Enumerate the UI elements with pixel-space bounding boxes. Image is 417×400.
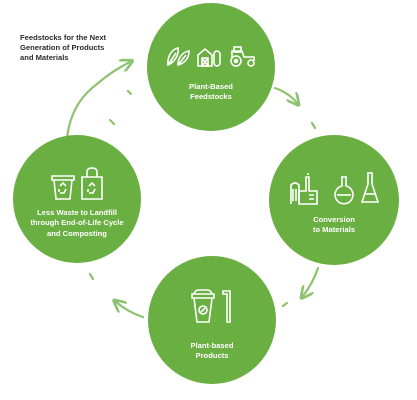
node-label: Plant-based Products [156, 341, 268, 362]
arrow-feedstocks-to-conversion [273, 86, 297, 103]
label-line: Plant-Based [189, 82, 233, 91]
label-line: Less Waste to Landfill [37, 208, 117, 217]
label-line: through End-of-Life Cycle [30, 218, 124, 228]
caption-line-1: Feedstocks for the Next [20, 33, 107, 42]
arrow-waste-to-feedstocks [65, 62, 130, 140]
beaker-icon [360, 172, 380, 203]
recycle-bag-icon [80, 167, 103, 200]
label-line: Products [195, 351, 229, 361]
recycle-bin-icon [50, 175, 75, 200]
leaves-icon [167, 47, 190, 67]
dash-right-bottom [281, 301, 289, 308]
coffee-cup-icon [190, 289, 215, 323]
label-line: to Materials [312, 225, 356, 235]
tractor-icon [230, 46, 255, 67]
flask-icon [334, 176, 354, 205]
caption-line-2: Generation of Products [20, 42, 105, 52]
straw-icon [221, 290, 231, 323]
dash-left-bottom [88, 272, 95, 281]
node-plant-based-products: Plant-based Products [148, 256, 276, 384]
caption-line-3: and Materials [20, 52, 69, 62]
dash-right-top [310, 121, 317, 130]
node-less-waste-to-landfill: Less Waste to Landfill through End-of-Li… [13, 135, 141, 263]
dash-top-left [126, 89, 133, 96]
node-label: Plant-Based Feedstocks [155, 82, 267, 103]
arrow-conversion-to-products [303, 266, 320, 296]
arrow-products-to-waste [116, 302, 145, 319]
barn-icon [197, 47, 221, 67]
node-conversion-to-materials: Conversion to Materials [269, 135, 399, 265]
label-line: Feedstocks [190, 92, 232, 102]
label-line: and Composting [47, 228, 107, 238]
cycle-caption: Feedstocks for the Next Generation of Pr… [20, 33, 130, 63]
node-plant-based-feedstocks: Plant-Based Feedstocks [147, 3, 275, 131]
factory-icon [290, 173, 318, 205]
label-line: Conversion [313, 215, 355, 224]
label-line: Plant-based [190, 341, 234, 350]
dash-left-top [108, 118, 116, 126]
node-label: Less Waste to Landfill through End-of-Li… [21, 208, 133, 239]
node-label: Conversion to Materials [277, 215, 391, 236]
